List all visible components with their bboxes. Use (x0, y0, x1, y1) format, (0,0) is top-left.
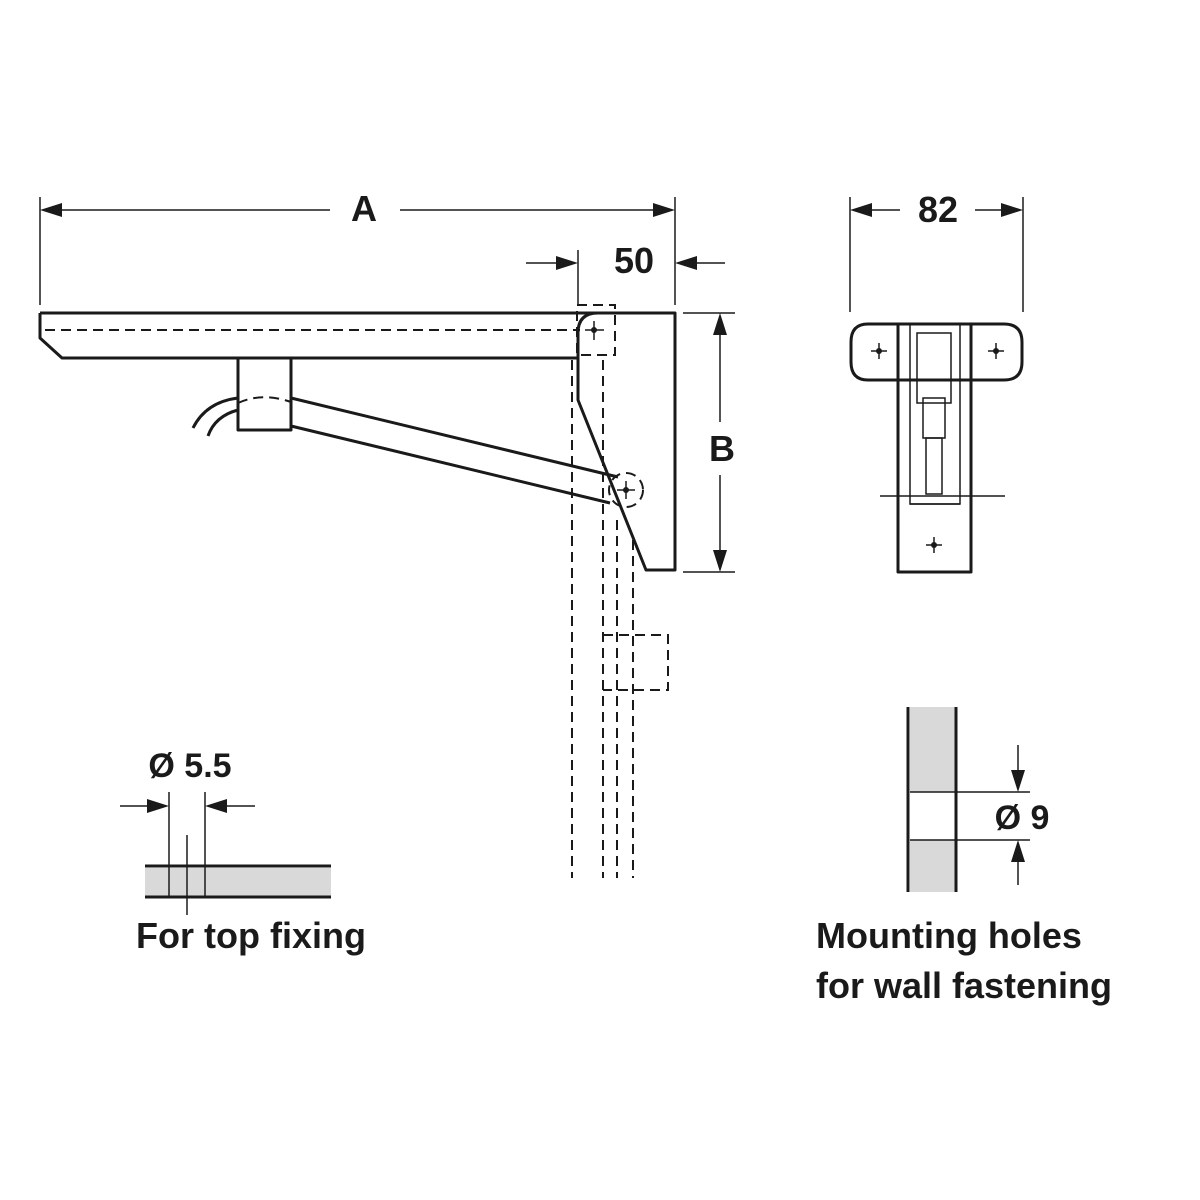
flange-hole-left-icon (871, 343, 887, 359)
wall-mounting-detail: Ø 9 Mounting holes for wall fastening (816, 707, 1112, 1006)
wall-caption-line-2: for wall fastening (816, 965, 1112, 1006)
dimension-50: 50 (526, 240, 725, 305)
front-flange (849, 322, 1024, 382)
top-fixing-caption: For top fixing (136, 915, 366, 956)
side-view: A 50 (38, 188, 735, 878)
support-strut (191, 356, 619, 505)
top-fixing-detail: Ø 5.5 For top fixing (120, 747, 366, 956)
dimension-b: B (683, 312, 735, 573)
dimension-a: A (39, 188, 676, 305)
wall-plate (576, 304, 677, 572)
wall-caption-line-1: Mounting holes (816, 915, 1082, 956)
dimension-50-label: 50 (614, 240, 654, 281)
front-view: 82 (849, 189, 1024, 574)
dimension-b-label: B (709, 428, 735, 469)
body-hole-icon (926, 537, 942, 553)
dimension-82-label: 82 (918, 189, 958, 230)
flange-hole-right-icon (988, 343, 1004, 359)
dimension-a-label: A (351, 188, 377, 229)
top-screw-hole-icon (576, 304, 616, 356)
hole-diameter-wall-label: Ø 9 (995, 799, 1050, 837)
pivot-joint-icon (608, 472, 644, 508)
folded-position-outline (571, 360, 669, 878)
hole-diameter-top-label: Ø 5.5 (148, 747, 231, 785)
shelf-arm (38, 311, 600, 360)
dimension-82: 82 (849, 189, 1024, 312)
